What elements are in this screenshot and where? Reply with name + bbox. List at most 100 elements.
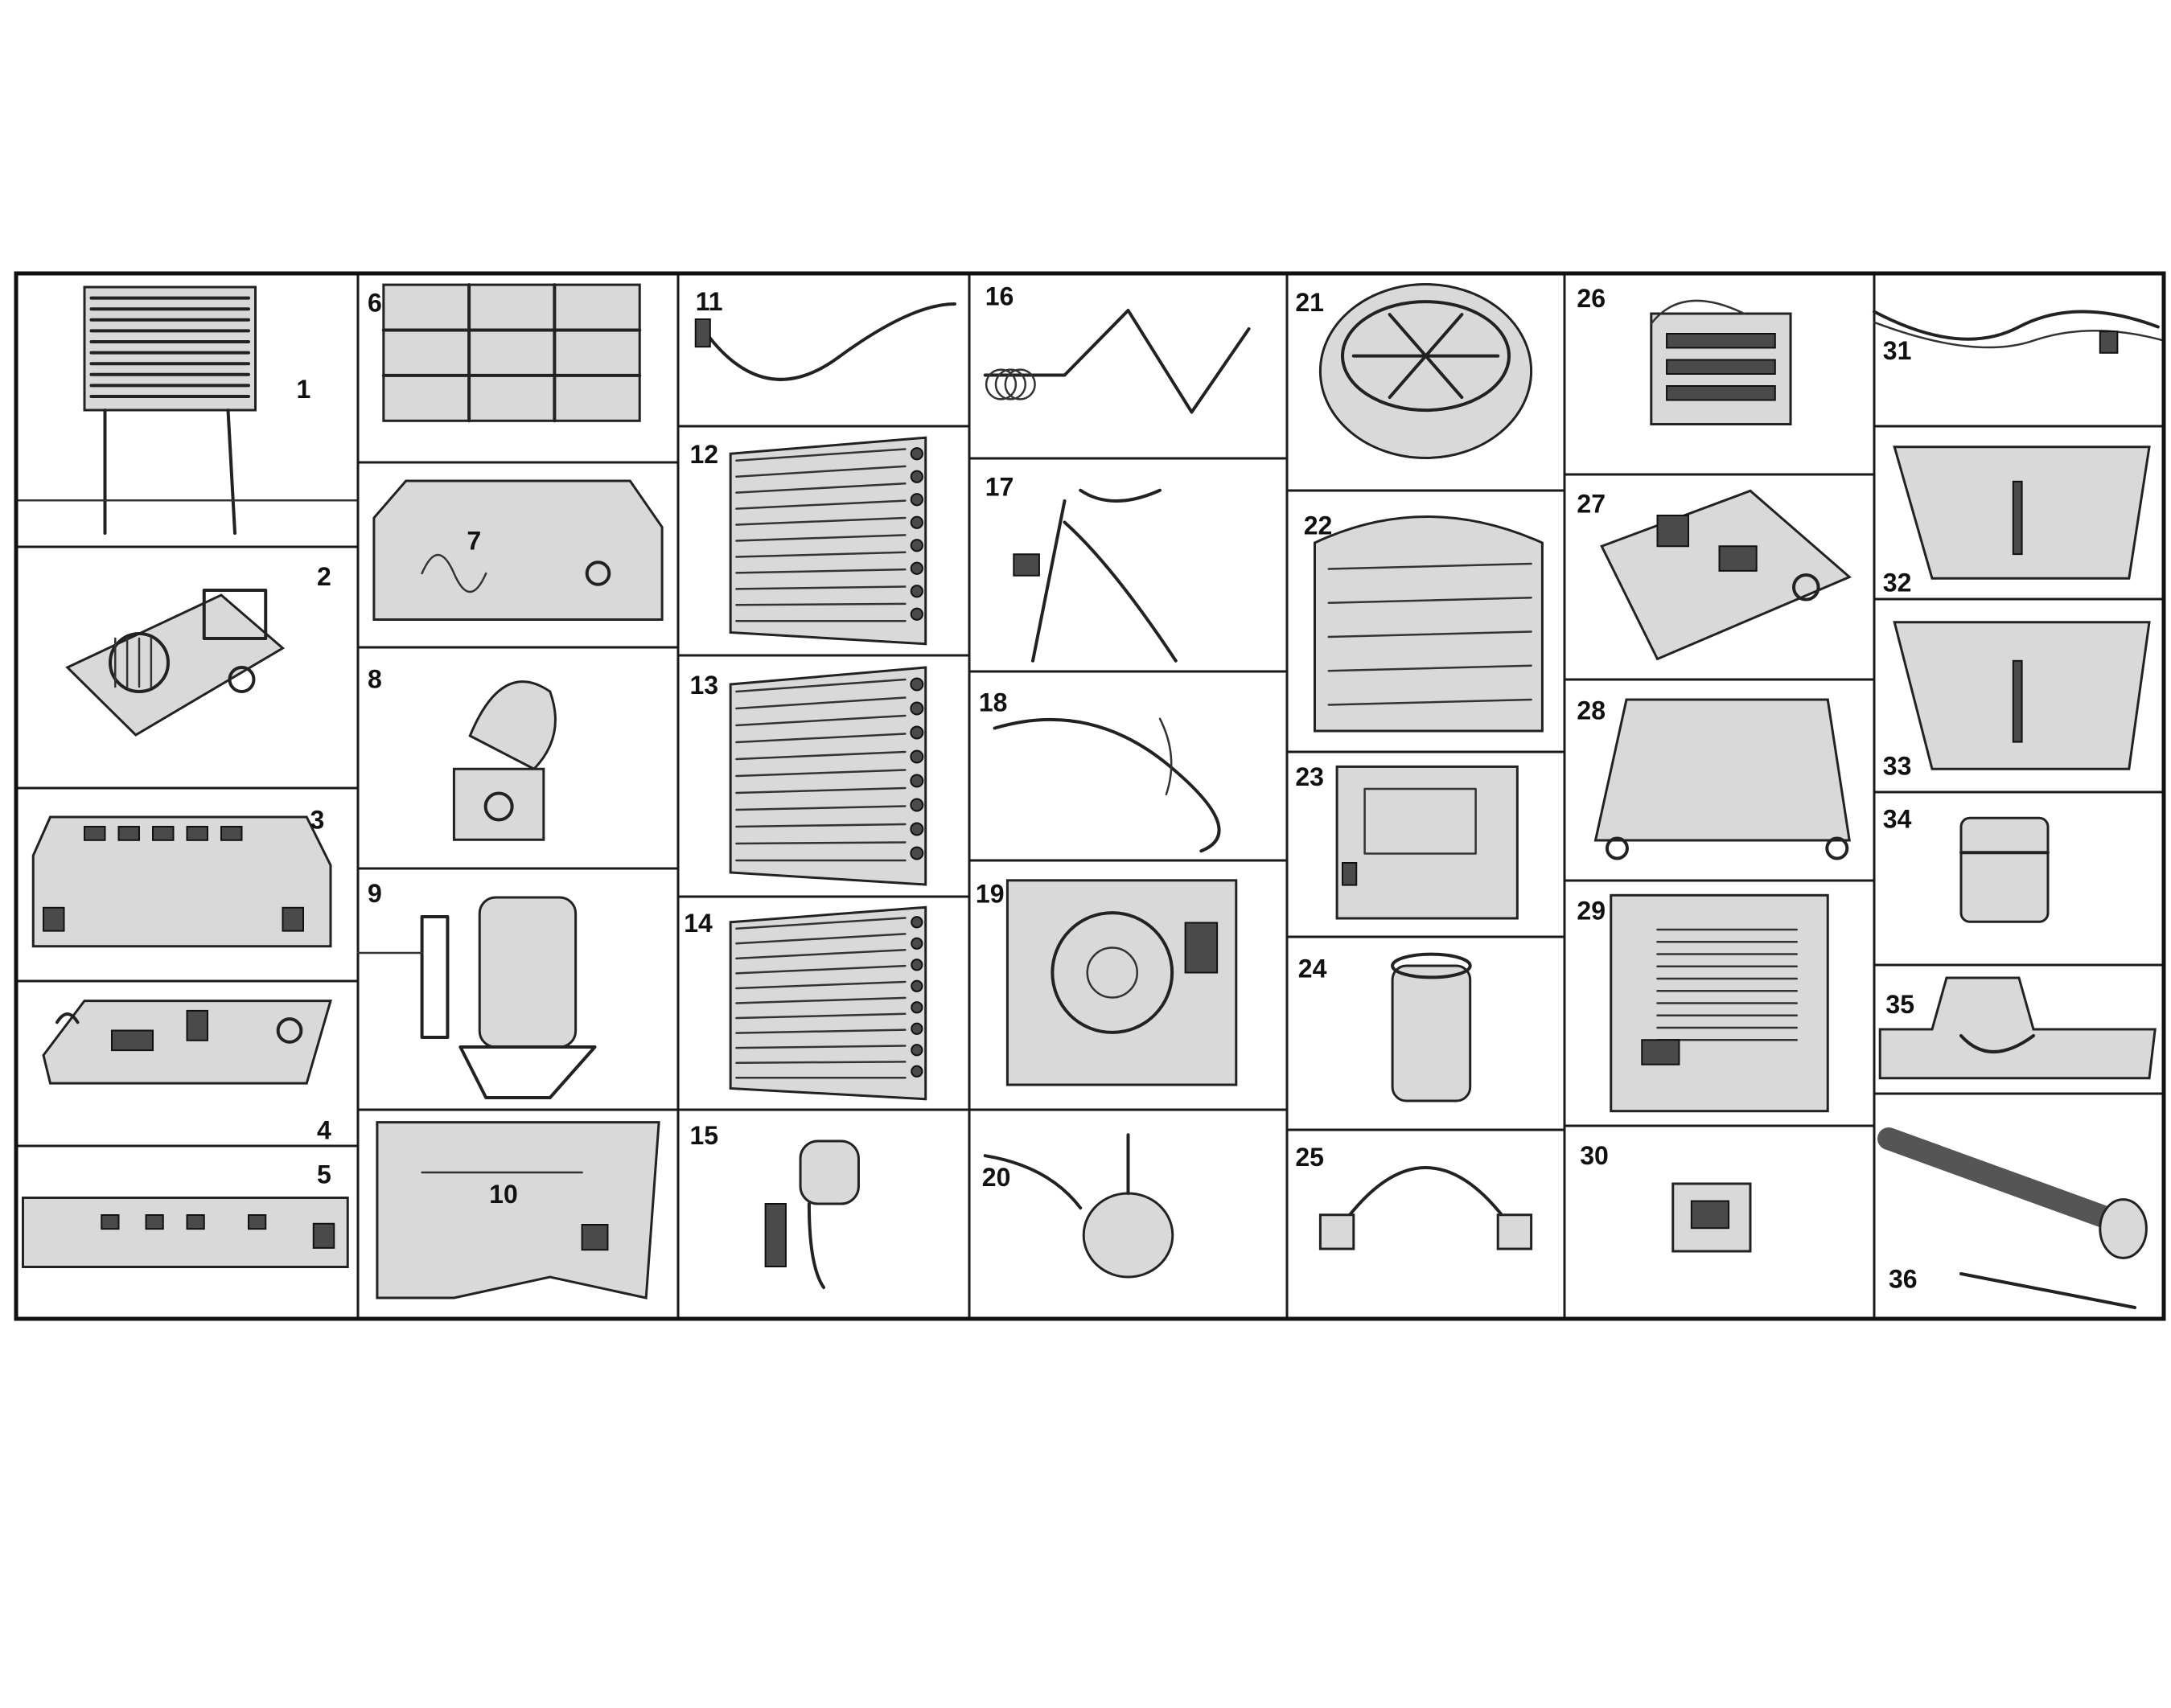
part-cell-24: 24 — [1285, 935, 1566, 1131]
part-cell-6: 6 — [356, 272, 680, 464]
circuit-board-icon — [42, 1000, 332, 1085]
part-number-15: 15 — [689, 1121, 718, 1150]
part-number-13: 13 — [689, 671, 718, 700]
part-number-35: 35 — [1885, 990, 1914, 1019]
part-number-16: 16 — [985, 282, 1014, 311]
part-cell-14: 14 — [676, 895, 971, 1111]
exhaust-hose-icon — [1877, 1127, 2148, 1309]
blower-wheel-icon — [1318, 283, 1533, 459]
part-cell-19: 19 — [968, 859, 1289, 1111]
part-cell-2: 2 — [14, 545, 360, 790]
part-number-8: 8 — [368, 665, 382, 694]
part-cell-35: 35 — [1873, 963, 2165, 1095]
part-number-33: 33 — [1883, 751, 1912, 780]
blower-housing-icon — [1314, 515, 1544, 733]
part-number-21: 21 — [1295, 288, 1324, 317]
part-cell-33: 33 — [1873, 597, 2165, 794]
part-cell-11: 11 — [676, 272, 971, 428]
part-cell-27: 27 — [1563, 473, 1876, 681]
part-number-24: 24 — [1298, 954, 1327, 983]
part-number-19: 19 — [976, 879, 1005, 908]
part-cell-9: 9 — [356, 867, 680, 1111]
heat-exchanger-coil-icon — [729, 905, 927, 1101]
mounting-strap-icon — [1318, 1166, 1533, 1250]
part-cell-28: 28 — [1563, 678, 1876, 882]
part-cell-18: 18 — [968, 670, 1289, 862]
part-cell-8: 8 — [356, 646, 680, 870]
cable-connector-icon — [694, 302, 956, 381]
part-cell-21: 21 — [1285, 272, 1566, 492]
fan-shroud-icon — [452, 680, 557, 841]
part-cell-32: 32 — [1873, 425, 2165, 601]
water-tank-alt-icon — [1893, 621, 2151, 770]
speaker-control-panel-icon — [65, 589, 286, 737]
part-cell-5: 5 — [14, 1144, 360, 1320]
grille-on-legs-icon — [14, 285, 360, 535]
part-cell-15: 15 — [676, 1108, 971, 1320]
part-cell-7: 7 — [356, 461, 680, 649]
part-number-4: 4 — [317, 1116, 331, 1145]
part-number-12: 12 — [689, 440, 718, 469]
part-number-2: 2 — [317, 562, 331, 591]
part-cell-13: 13 — [676, 654, 971, 898]
part-number-26: 26 — [1577, 284, 1606, 313]
part-number-30: 30 — [1580, 1141, 1609, 1170]
float-block-icon — [1959, 816, 2050, 923]
part-cell-16: 16 — [968, 272, 1289, 460]
part-number-10: 10 — [489, 1180, 518, 1209]
power-cord-icon — [1873, 310, 2165, 354]
chassis-panel-icon — [376, 1121, 660, 1299]
part-cell-3: 3 — [14, 786, 360, 983]
part-number-36: 36 — [1889, 1265, 1918, 1294]
part-number-5: 5 — [317, 1160, 331, 1189]
diagram-frame — [14, 271, 2166, 1321]
part-number-14: 14 — [684, 909, 713, 938]
copper-tube-icon — [983, 309, 1251, 414]
part-cell-36: 36 — [1873, 1092, 2165, 1320]
part-cell-23: 23 — [1285, 750, 1566, 938]
fan-motor-icon — [983, 1133, 1174, 1279]
part-number-17: 17 — [985, 472, 1014, 501]
top-cover-icon — [1593, 698, 1851, 860]
part-number-29: 29 — [1577, 897, 1606, 926]
run-capacitor-icon — [1391, 952, 1472, 1102]
part-cell-22: 22 — [1285, 489, 1566, 753]
part-number-31: 31 — [1883, 336, 1912, 365]
part-number-1: 1 — [297, 375, 311, 404]
main-control-board-icon — [1600, 489, 1852, 661]
part-number-28: 28 — [1577, 696, 1606, 725]
control-panel-strip-icon — [22, 1197, 349, 1268]
compressor-icon — [356, 896, 597, 1099]
part-cell-34: 34 — [1873, 790, 2165, 967]
motor-mount-bracket-icon — [1005, 879, 1238, 1086]
part-cell-25: 25 — [1285, 1128, 1566, 1320]
part-number-27: 27 — [1577, 490, 1606, 519]
part-number-32: 32 — [1883, 569, 1912, 597]
condenser-coil-icon — [729, 666, 927, 886]
wire-harness-icon — [1013, 488, 1178, 663]
part-number-9: 9 — [368, 879, 382, 908]
water-tank-icon — [1893, 445, 2151, 580]
part-number-23: 23 — [1295, 762, 1324, 791]
part-number-20: 20 — [982, 1163, 1011, 1192]
electrical-box-icon — [1335, 765, 1519, 920]
part-number-34: 34 — [1883, 804, 1912, 833]
part-number-25: 25 — [1295, 1143, 1324, 1172]
part-number-22: 22 — [1304, 511, 1333, 540]
sensor-wire-icon — [993, 717, 1221, 853]
part-cell-29: 29 — [1563, 879, 1876, 1127]
part-number-7: 7 — [467, 527, 481, 556]
part-cell-1: 1 — [14, 272, 360, 548]
part-cell-20: 20 — [968, 1108, 1289, 1320]
relay-board-icon — [1650, 299, 1792, 425]
filter-grid-icon — [381, 283, 642, 423]
part-number-18: 18 — [979, 688, 1008, 717]
part-cell-10: 10 — [356, 1108, 680, 1320]
part-cell-31: 31 — [1873, 272, 2165, 428]
switch-plate-icon — [1671, 1182, 1752, 1253]
part-number-6: 6 — [368, 288, 382, 317]
part-number-11: 11 — [696, 287, 723, 316]
part-cell-12: 12 — [676, 425, 971, 657]
part-number-3: 3 — [310, 805, 325, 834]
